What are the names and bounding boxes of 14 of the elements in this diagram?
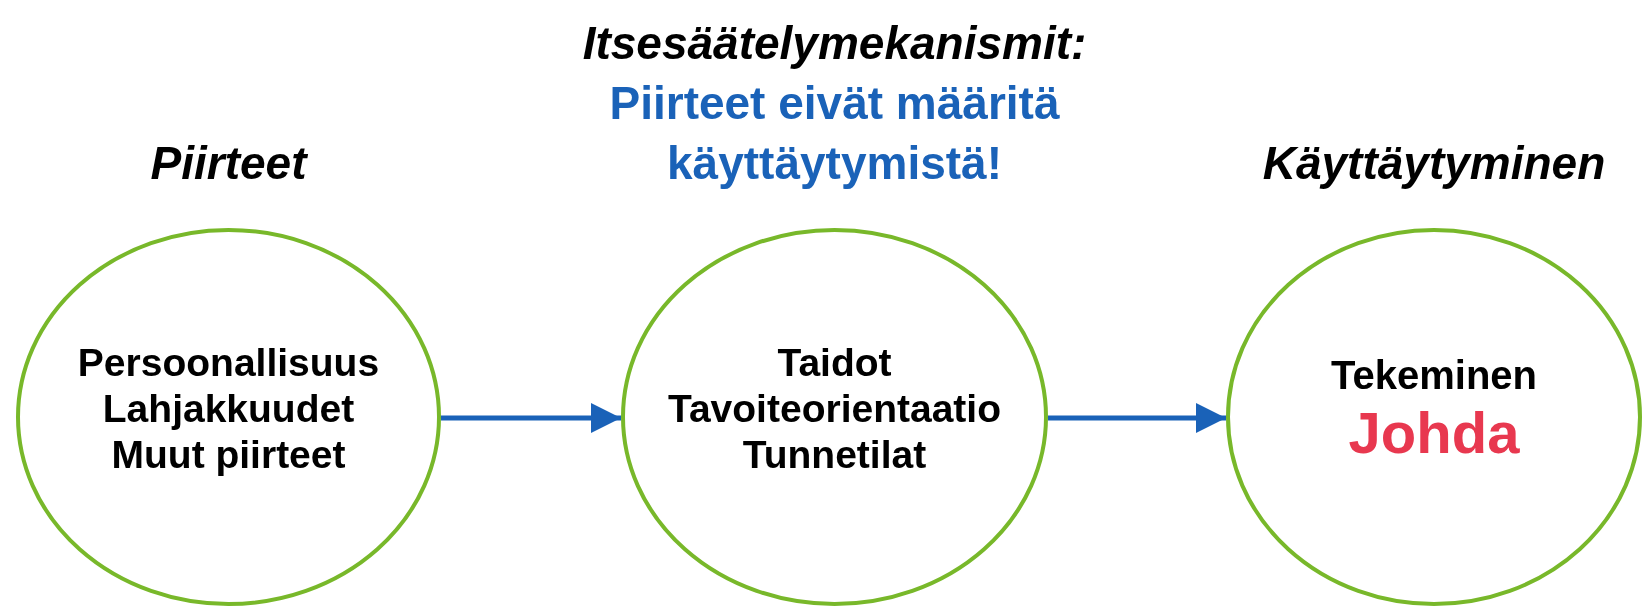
node-text: Tekeminen — [1331, 351, 1537, 399]
node-text: Tunnetilat — [742, 432, 927, 478]
node-text: Persoonallisuus — [77, 340, 380, 386]
node-text: Lahjakkuudet — [102, 386, 355, 432]
heading: Piirteet eivät määritä käyttäytymistä! — [608, 76, 1061, 191]
node-text: Taidot — [777, 340, 892, 386]
node-text: Tavoiteorientaatio — [668, 386, 1001, 432]
heading: Käyttäytyminen — [1261, 136, 1607, 191]
heading: Piirteet — [149, 136, 309, 191]
arrow — [441, 403, 621, 433]
arrow — [1048, 403, 1226, 433]
node-text: Muut piirteet — [111, 432, 346, 478]
heading: Itsesäätelymekanismit: — [581, 16, 1088, 71]
node-text: Johda — [1348, 398, 1520, 467]
